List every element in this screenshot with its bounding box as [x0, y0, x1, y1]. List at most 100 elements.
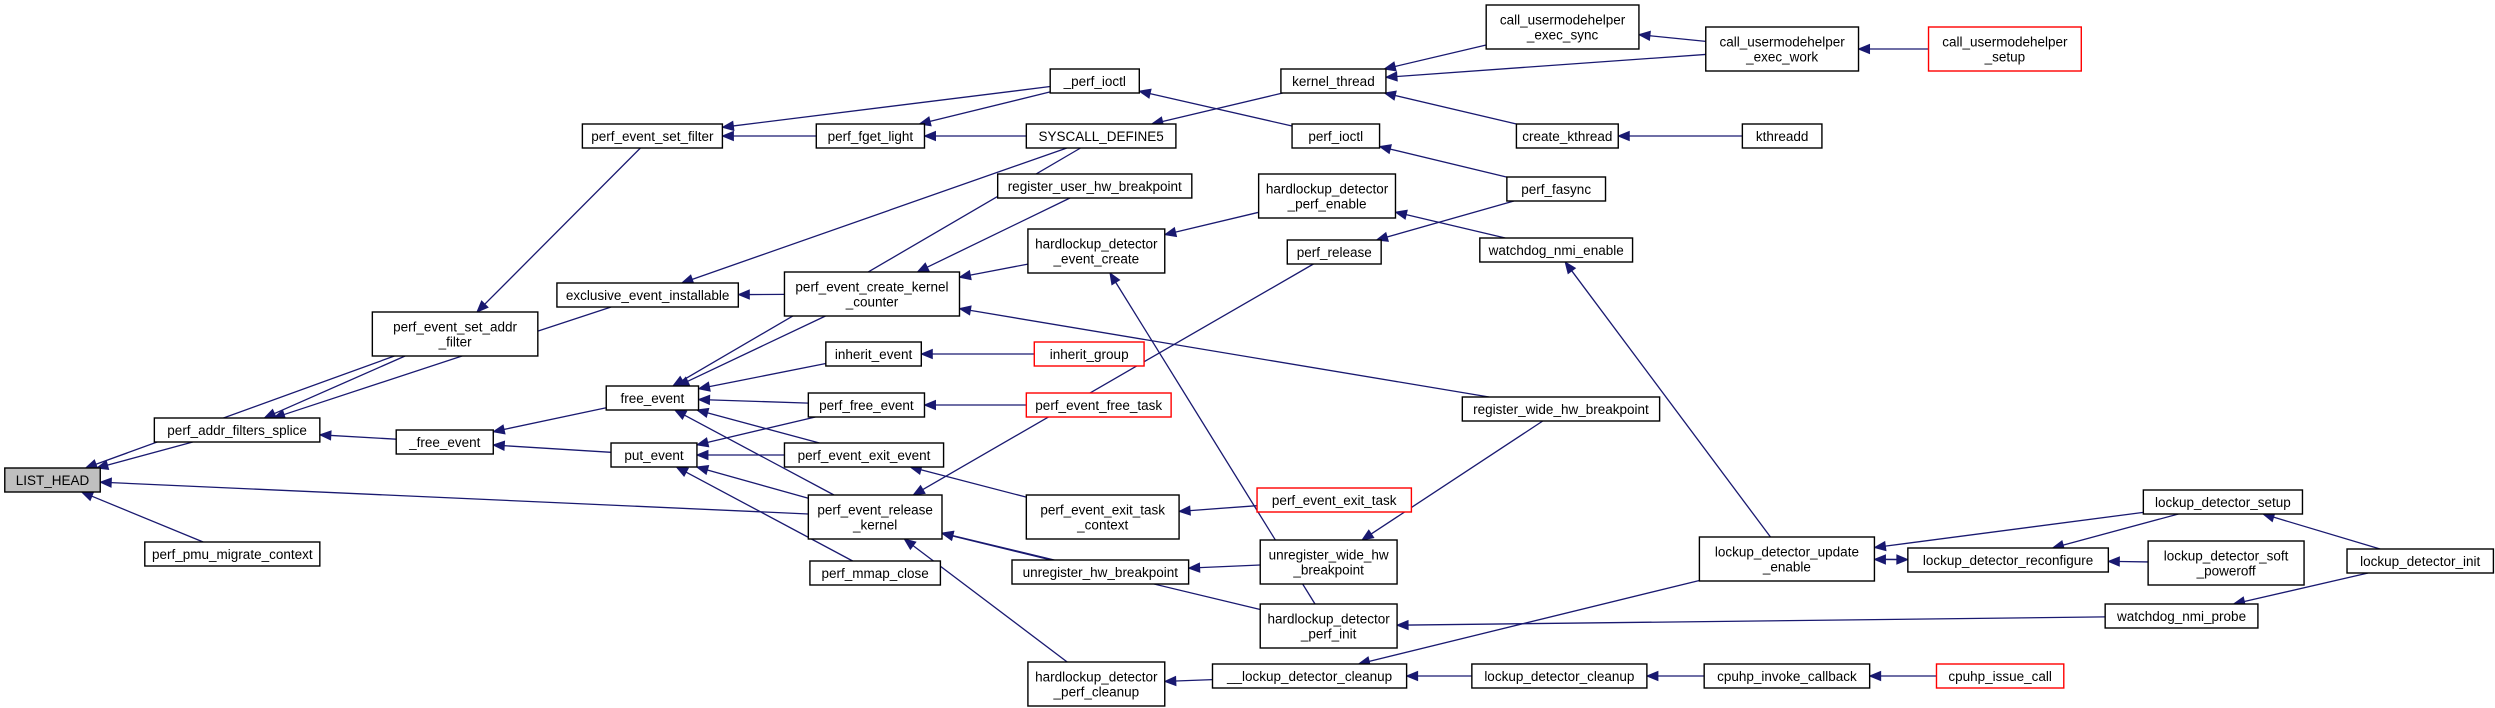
node-perf-event-release-kernel[interactable]: perf_event_release_kernel: [807, 494, 943, 540]
node-lockup-detector-soft-poweroff[interactable]: lockup_detector_soft_poweroff: [2147, 540, 2305, 586]
node-list-head[interactable]: LIST_HEAD: [4, 467, 101, 493]
node-perf-free-event[interactable]: perf_free_event: [807, 392, 926, 418]
node-box[interactable]: [2104, 603, 2259, 629]
node-box[interactable]: [1479, 237, 1634, 263]
node-cpuhp-invoke-callback[interactable]: cpuhp_invoke_callback: [1703, 663, 1871, 689]
node-box[interactable]: [1025, 123, 1177, 149]
node-box[interactable]: [1257, 173, 1397, 219]
node-box[interactable]: [371, 311, 539, 357]
node-hardlockup-detector-perf-init[interactable]: hardlockup_detector_perf_init: [1259, 603, 1398, 649]
node-box[interactable]: [395, 429, 494, 455]
node-free-event[interactable]: free_event: [605, 385, 700, 411]
node-perf-mmap-close[interactable]: perf_mmap_close: [809, 560, 942, 586]
node-perf-event-set-filter[interactable]: perf_event_set_filter: [581, 123, 724, 149]
node-box[interactable]: [1907, 547, 2110, 573]
node-perf-event-exit-task-context[interactable]: perf_event_exit_task_context: [1025, 494, 1180, 540]
node-lockup-detector-reconfigure[interactable]: lockup_detector_reconfigure: [1907, 547, 2110, 573]
node-box[interactable]: [807, 392, 926, 418]
node-box[interactable]: [1703, 663, 1871, 689]
node-watchdog-nmi-enable[interactable]: watchdog_nmi_enable: [1479, 237, 1634, 263]
node-register-user-hw-breakpoint[interactable]: register_user_hw_breakpoint: [996, 173, 1193, 199]
node-perf-release[interactable]: perf_release: [1286, 239, 1382, 265]
node-box[interactable]: [1291, 123, 1381, 149]
node-kthreadd[interactable]: kthreadd: [1741, 123, 1823, 149]
node-syscall-define5[interactable]: SYSCALL_DEFINE5: [1025, 123, 1177, 149]
node-perf-ioctl[interactable]: perf_ioctl: [1291, 123, 1381, 149]
node-box[interactable]: [1011, 559, 1190, 585]
node-box[interactable]: [996, 173, 1193, 199]
node-perf-event-free-task[interactable]: perf_event_free_task: [1025, 392, 1172, 418]
node-inherit-event[interactable]: inherit_event: [825, 341, 923, 367]
node-box[interactable]: [2147, 540, 2305, 586]
node-hardlockup-detector-perf-enable[interactable]: hardlockup_detector_perf_enable: [1257, 173, 1397, 219]
node-box[interactable]: [4, 467, 101, 493]
node-put-event[interactable]: put_event: [610, 442, 698, 468]
node-exclusive-event-installable[interactable]: exclusive_event_installable: [556, 282, 740, 308]
node-box[interactable]: [1256, 487, 1413, 513]
node-box[interactable]: [825, 341, 923, 367]
node-box[interactable]: [1049, 68, 1140, 94]
node-box[interactable]: [1471, 663, 1648, 689]
node-watchdog-nmi-probe[interactable]: watchdog_nmi_probe: [2104, 603, 2259, 629]
node--perf-ioctl[interactable]: _perf_ioctl: [1049, 68, 1140, 94]
node-perf-fget-light[interactable]: perf_fget_light: [815, 123, 926, 149]
node-inherit-group[interactable]: inherit_group: [1033, 341, 1145, 367]
node-perf-addr-filters-splice[interactable]: perf_addr_filters_splice: [153, 417, 321, 443]
node-box[interactable]: [1280, 68, 1387, 94]
node-box[interactable]: [2346, 548, 2495, 574]
node-box[interactable]: [1741, 123, 1823, 149]
node-unregister-hw-breakpoint[interactable]: unregister_hw_breakpoint: [1011, 559, 1190, 585]
node-perf-fasync[interactable]: perf_fasync: [1506, 176, 1607, 202]
node-cpuhp-issue-call[interactable]: cpuhp_issue_call: [1935, 663, 2065, 689]
node-box[interactable]: [1025, 392, 1172, 418]
node-box[interactable]: [1025, 494, 1180, 540]
node-box[interactable]: [1485, 4, 1640, 50]
node-box[interactable]: [1506, 176, 1607, 202]
node-box[interactable]: [807, 494, 943, 540]
node-box[interactable]: [1027, 661, 1166, 707]
node-box[interactable]: [1935, 663, 2065, 689]
node-call-usermodehelper-setup[interactable]: call_usermodehelper_setup: [1927, 26, 2082, 72]
node-box[interactable]: [1927, 26, 2082, 72]
node-box[interactable]: [1027, 228, 1166, 274]
node-call-usermodehelper-exec-sync[interactable]: call_usermodehelper_exec_sync: [1485, 4, 1640, 50]
node-box[interactable]: [809, 560, 942, 586]
node-lockup-detector-cleanup-internal[interactable]: __lockup_detector_cleanup: [1211, 663, 1408, 689]
node-lockup-detector-update-enable[interactable]: lockup_detector_update_enable: [1698, 536, 1876, 582]
node-hardlockup-detector-perf-cleanup[interactable]: hardlockup_detector_perf_cleanup: [1027, 661, 1166, 707]
node-call-usermodehelper-exec-work[interactable]: call_usermodehelper_exec_work: [1705, 26, 1860, 72]
node-box[interactable]: [815, 123, 926, 149]
node-box[interactable]: [556, 282, 740, 308]
node-box[interactable]: [144, 541, 321, 567]
node-lockup-detector-cleanup[interactable]: lockup_detector_cleanup: [1471, 663, 1648, 689]
node-box[interactable]: [1286, 239, 1382, 265]
node-box[interactable]: [610, 442, 698, 468]
node-box[interactable]: [1698, 536, 1876, 582]
node-perf-pmu-migrate-context[interactable]: perf_pmu_migrate_context: [144, 541, 321, 567]
node-register-wide-hw-breakpoint[interactable]: register_wide_hw_breakpoint: [1461, 396, 1661, 422]
node-kernel-thread[interactable]: kernel_thread: [1280, 68, 1387, 94]
node-perf-event-create-kernel-counter[interactable]: perf_event_create_kernel_counter: [783, 271, 961, 317]
node-box[interactable]: [153, 417, 321, 443]
node-box[interactable]: [1259, 603, 1398, 649]
node-box[interactable]: [1515, 123, 1619, 149]
node-perf-event-set-addr-filter[interactable]: perf_event_set_addr_filter: [371, 311, 539, 357]
node--free-event[interactable]: _free_event: [395, 429, 494, 455]
node-perf-event-exit-task[interactable]: perf_event_exit_task: [1256, 487, 1413, 513]
node-create-kthread[interactable]: create_kthread: [1515, 123, 1619, 149]
node-perf-event-exit-event[interactable]: perf_event_exit_event: [783, 442, 945, 468]
node-box[interactable]: [1705, 26, 1860, 72]
node-hardlockup-detector-event-create[interactable]: hardlockup_detector_event_create: [1027, 228, 1166, 274]
node-box[interactable]: [1211, 663, 1408, 689]
node-box[interactable]: [2142, 489, 2304, 515]
node-box[interactable]: [1033, 341, 1145, 367]
node-box[interactable]: [1461, 396, 1661, 422]
node-lockup-detector-setup[interactable]: lockup_detector_setup: [2142, 489, 2304, 515]
node-box[interactable]: [1259, 539, 1398, 585]
node-box[interactable]: [605, 385, 700, 411]
node-box[interactable]: [581, 123, 724, 149]
node-box[interactable]: [783, 271, 961, 317]
node-box[interactable]: [783, 442, 945, 468]
node-lockup-detector-init[interactable]: lockup_detector_init: [2346, 548, 2495, 574]
node-unregister-wide-hw-breakpoint[interactable]: unregister_wide_hw_breakpoint: [1259, 539, 1398, 585]
